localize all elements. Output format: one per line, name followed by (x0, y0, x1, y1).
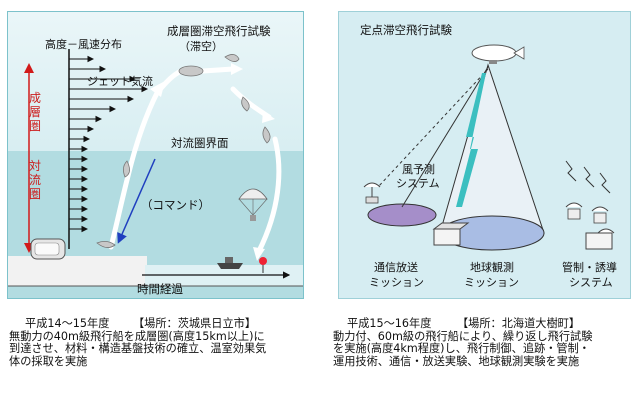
control-system-label-line2: システム (569, 276, 613, 289)
command-label: （コマンド） (141, 198, 210, 212)
launch-facility-icon (30, 238, 66, 260)
wind-profile-title: 高度－風速分布 (45, 38, 122, 51)
stratospheric-flight-label-line2: （滞空） (179, 40, 223, 53)
time-elapsed-label: 時間経過 (137, 282, 183, 296)
recovery-ship-icon (217, 257, 243, 269)
caption-line: 到達させ、材料・構造基盤技術の確立、温室効果気 (9, 342, 267, 356)
caption-line: 体の採取を実施 (9, 354, 88, 368)
station-keeping-test-caption: 平成15～16年度 【場所：北海道大樹町】 動力付、60m級の飛行船により、繰り… (333, 317, 633, 368)
caption-line: 動力付、60m級の飛行船により、繰り返し飛行試験 (333, 329, 593, 343)
ground-station-icon (432, 222, 470, 246)
wind-sensor-icon (363, 182, 381, 204)
comm-mission-label-line1: 通信放送 (374, 261, 418, 274)
caption-period: 平成15～16年度 (347, 317, 432, 330)
tropopause-label: 対流圏界面 (171, 136, 229, 150)
earth-observation-label-line2: ミッション (464, 276, 519, 289)
airship-icon (471, 44, 525, 64)
station-keeping-diagram (338, 11, 631, 299)
wind-observation-label-line1: 風予測 (402, 163, 435, 176)
signal-waves (565, 160, 611, 194)
stratosphere-label: 成層圏 (29, 91, 42, 133)
telemetry-beam (456, 73, 486, 207)
parachute-icon (238, 188, 268, 221)
caption-period: 平成14～15年度 (25, 317, 110, 330)
caption-location: 【場所：北海道大樹町】 (456, 317, 581, 330)
stratospheric-flight-test-panel: 高度－風速分布 ジェット気流 成層圏滞空飛行試験 （滞空） 成層圏 対流圏 対流… (7, 11, 304, 299)
control-system-label-line1: 管制・誘導 (562, 261, 617, 274)
caption-location: 【場所：茨城県日立市】 (132, 317, 257, 330)
tracking-antenna-icons (565, 202, 615, 250)
buoy-icon (259, 257, 267, 265)
panel-title: 定点滞空飛行試験 (360, 23, 452, 37)
broadcast-area (367, 203, 437, 227)
wind-observation-label-line2: システム (396, 177, 440, 190)
airship-icons (96, 54, 271, 248)
earth-observation-label-line1: 地球観測 (470, 261, 514, 274)
troposphere-label: 対流圏 (29, 159, 42, 201)
jet-stream-label: ジェット気流 (87, 75, 153, 88)
stratospheric-test-caption: 平成14～15年度 【場所：茨城県日立市】 無動力の40m級飛行船を成層圏(高度… (9, 317, 309, 368)
comm-mission-label-line2: ミッション (369, 276, 424, 289)
caption-line: 運用技術、通信・放送実験、地球観測実験を実施 (333, 354, 580, 368)
wind-profile-arrows (69, 55, 149, 233)
stratospheric-flight-label-line1: 成層圏滞空飛行試験 (167, 24, 271, 38)
stratospheric-flight-diagram (7, 11, 304, 299)
caption-line: 無動力の40m級飛行船を成層圏(高度15km以上)に (9, 329, 265, 343)
station-keeping-test-panel: 定点滞空飛行試験 風予測 システム 通信放送 ミッション 地球観測 ミッション … (338, 11, 631, 299)
caption-line: を実施(高度4km程度)し、飛行制御、追跡・管制・ (333, 342, 590, 356)
